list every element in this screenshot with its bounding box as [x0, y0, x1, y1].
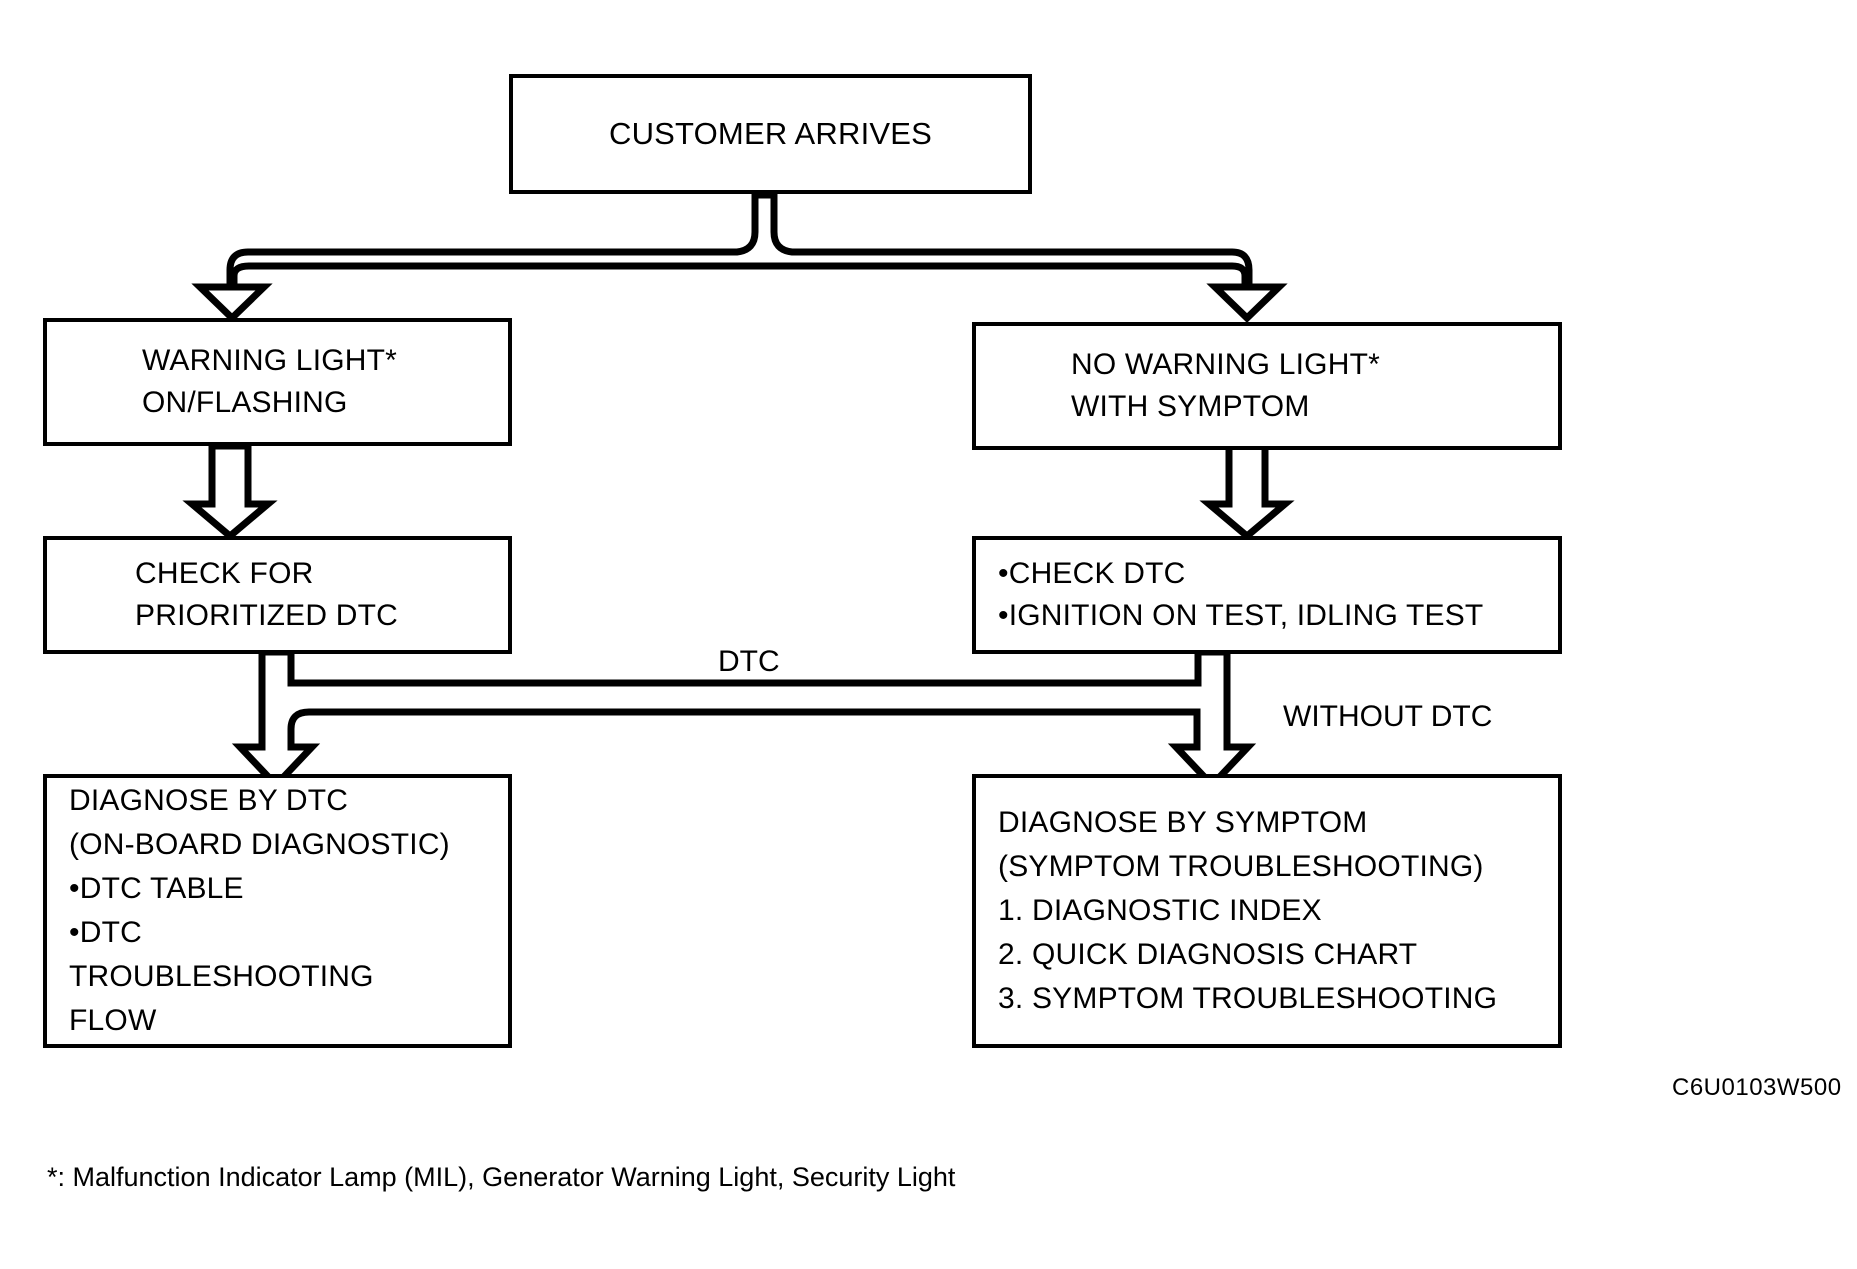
node-warning-light-on-flashing[interactable]: WARNING LIGHT* ON/FLASHING	[43, 318, 512, 446]
node-customer-arrives[interactable]: CUSTOMER ARRIVES	[509, 74, 1032, 194]
fork-arrow-split	[191, 191, 1288, 323]
node-no-warning-light-with-symptom[interactable]: NO WARNING LIGHT* WITH SYMPTOM	[972, 322, 1562, 450]
node-check-for-prioritized-dtc[interactable]: CHECK FOR PRIORITIZED DTC	[43, 536, 512, 654]
node-no-warning-light-text: NO WARNING LIGHT* WITH SYMPTOM	[1071, 348, 1380, 423]
document-code: C6U0103W500	[1672, 1074, 1842, 1101]
edge-label-without-dtc: WITHOUT DTC	[1283, 700, 1493, 733]
node-diagnose-by-dtc[interactable]: DIAGNOSE BY DTC (ON-BOARD DIAGNOSTIC) •D…	[43, 774, 512, 1048]
node-check-prioritized-dtc-text: CHECK FOR PRIORITIZED DTC	[135, 557, 398, 632]
edge-label-dtc: DTC	[718, 645, 780, 678]
down-arrow-left-row1	[182, 442, 278, 541]
node-check-dtc-ignition-idling-test[interactable]: •CHECK DTC •IGNITION ON TEST, IDLING TES…	[972, 536, 1562, 654]
node-check-dtc-tests-text: •CHECK DTC •IGNITION ON TEST, IDLING TES…	[998, 557, 1484, 632]
node-diagnose-by-symptom-text: DIAGNOSE BY SYMPTOM (SYMPTOM TROUBLESHOO…	[998, 806, 1498, 1015]
node-diagnose-by-dtc-text: DIAGNOSE BY DTC (ON-BOARD DIAGNOSTIC) •D…	[69, 784, 450, 1037]
down-arrow-right-row1	[1199, 442, 1295, 541]
node-customer-arrives-text: CUSTOMER ARRIVES	[608, 116, 933, 151]
node-warning-light-on-text: WARNING LIGHT* ON/FLASHING	[142, 344, 398, 419]
node-diagnose-by-symptom[interactable]: DIAGNOSE BY SYMPTOM (SYMPTOM TROUBLESHOO…	[972, 774, 1562, 1048]
footnote-warning-light-legend: *: Malfunction Indicator Lamp (MIL), Gen…	[47, 1162, 956, 1192]
